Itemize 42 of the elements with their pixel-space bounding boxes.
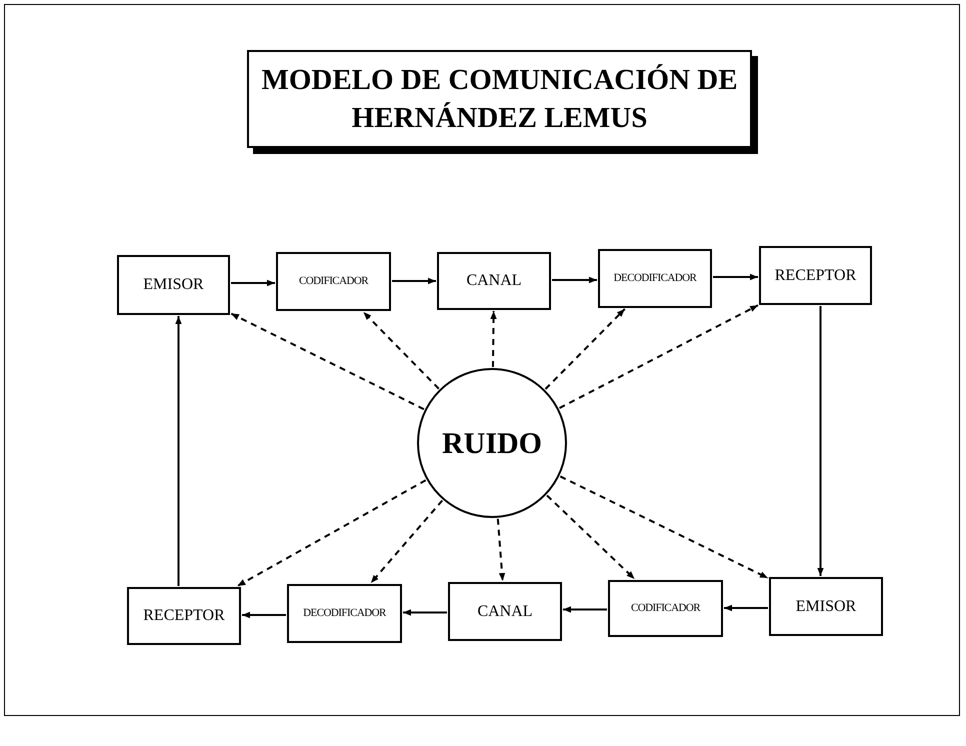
dashed-arrow bbox=[362, 311, 440, 390]
title: MODELO DE COMUNICACIÓN DE HERNÁNDEZ LEMUS bbox=[260, 63, 739, 136]
box-label: DECODIFICADOR bbox=[303, 606, 386, 622]
box-label: DECODIFICADOR bbox=[614, 271, 696, 286]
process-box bbox=[437, 252, 551, 310]
process-box bbox=[276, 252, 391, 311]
process-box bbox=[448, 582, 562, 641]
dashed-arrow bbox=[560, 476, 768, 579]
dashed-arrow bbox=[496, 518, 506, 582]
arrow bbox=[403, 609, 447, 616]
dashed-arrow bbox=[544, 308, 626, 390]
dashed-arrow bbox=[546, 494, 636, 580]
box-label: RECEPTOR bbox=[774, 266, 856, 286]
process-box bbox=[608, 580, 723, 637]
box-label: CANAL bbox=[466, 271, 522, 291]
box-label: CODIFICADOR bbox=[630, 601, 700, 616]
box-label: RECEPTOR bbox=[143, 606, 225, 626]
dashed-arrow bbox=[490, 310, 497, 368]
arrow bbox=[713, 274, 758, 280]
arrow bbox=[231, 280, 275, 286]
arrow bbox=[552, 276, 597, 284]
process-box bbox=[117, 255, 230, 315]
box-label: CODIFICADOR bbox=[298, 274, 368, 290]
box-label: EMISOR bbox=[796, 596, 856, 616]
box-label: CANAL bbox=[477, 602, 533, 622]
dashed-arrow bbox=[370, 500, 444, 584]
process-box bbox=[127, 587, 241, 645]
arrow bbox=[817, 306, 824, 576]
arrow bbox=[392, 278, 436, 284]
arrow bbox=[563, 606, 607, 613]
arrow bbox=[724, 604, 768, 612]
arrow bbox=[175, 316, 182, 586]
arrow bbox=[242, 612, 286, 618]
process-box bbox=[287, 584, 402, 643]
dashed-arrow bbox=[230, 312, 424, 410]
process-box bbox=[769, 577, 883, 636]
box-label: EMISOR bbox=[143, 275, 204, 295]
process-box bbox=[598, 249, 712, 308]
dashed-arrow bbox=[236, 479, 426, 587]
process-box bbox=[759, 246, 872, 305]
dashed-arrow bbox=[559, 304, 758, 409]
circle-label: RUIDO bbox=[442, 426, 542, 462]
